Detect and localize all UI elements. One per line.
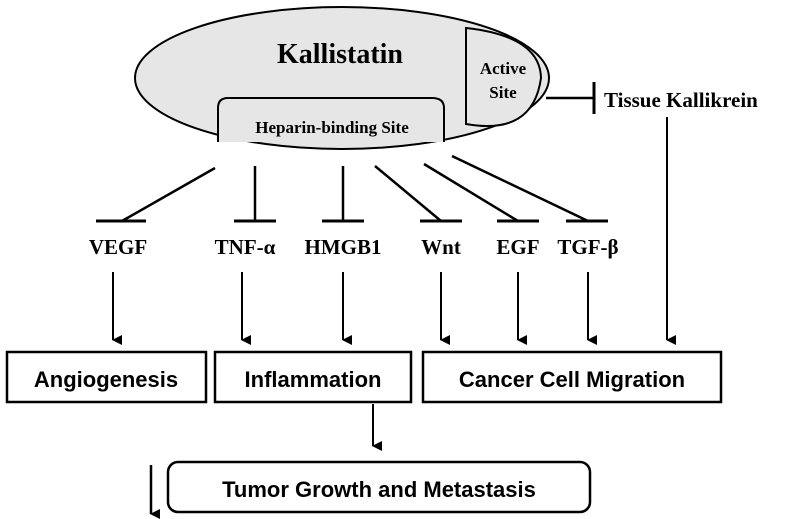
kallistatin-label: Kallistatin (277, 39, 403, 70)
tumor-growth-box (166, 460, 592, 514)
heparin-binding-site-region (217, 97, 445, 142)
angiogenesis-label: Angiogenesis (34, 367, 178, 392)
inflammation-label: Inflammation (245, 367, 382, 392)
tissue-kallikrein-label: Tissue Kallikrein (604, 88, 758, 112)
factor-label-hmgb1: HMGB1 (305, 235, 382, 259)
active-site-label-line2: Site (489, 83, 517, 102)
factor-label-vegf: VEGF (89, 235, 147, 259)
cancer-cell-migration-box (421, 350, 723, 404)
angiogenesis-box (5, 350, 208, 404)
active-site-label-line1: Active (480, 59, 527, 78)
heparin-binding-site-label: Heparin-binding Site (255, 118, 409, 137)
inhibition-line-egf (423, 162, 519, 223)
cancer-cell-migration-label: Cancer Cell Migration (459, 367, 685, 392)
factor-label-tnf-alpha: TNF-α (215, 235, 276, 259)
factor-label-egf: EGF (496, 235, 539, 259)
tumor-growth-label: Tumor Growth and Metastasis (222, 477, 536, 502)
inflammation-box (213, 350, 413, 404)
factor-label-tgf-beta: TGF-β (557, 235, 618, 259)
inhibition-line-vegf (121, 166, 216, 223)
active-site-region (465, 26, 543, 128)
inhibition-line-tgf-beta (451, 154, 589, 223)
factor-label-wnt: Wnt (421, 235, 461, 259)
inhibition-line-wnt (374, 165, 442, 222)
